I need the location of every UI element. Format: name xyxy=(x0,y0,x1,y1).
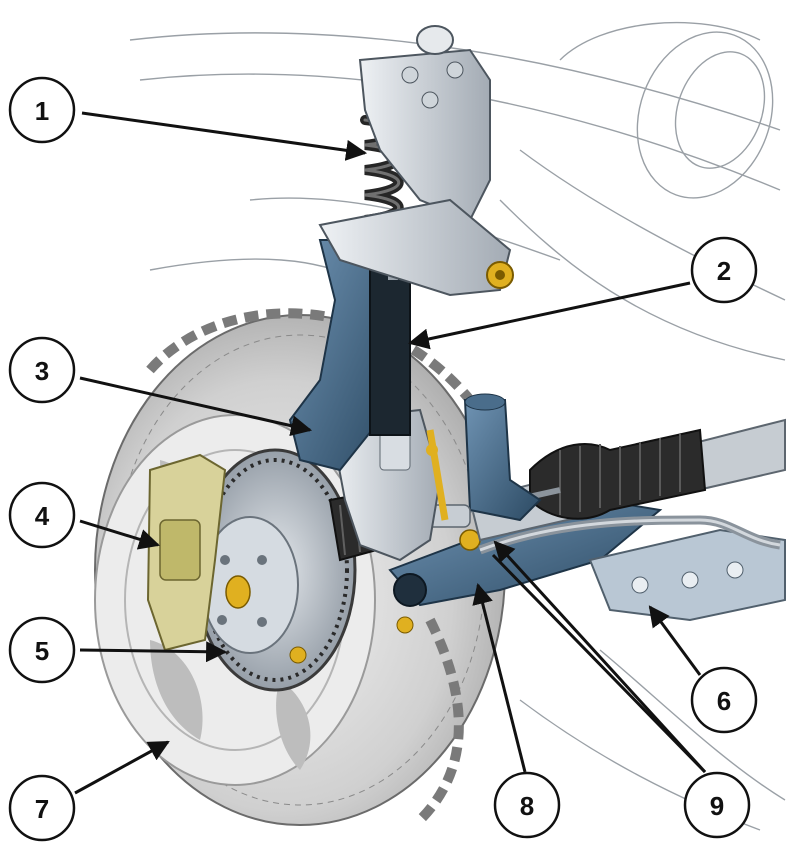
callout-7: 7 xyxy=(8,774,76,842)
leader-8 xyxy=(472,582,527,773)
leader-lines xyxy=(74,111,707,795)
steering-rack xyxy=(468,418,786,542)
callout-5: 5 xyxy=(8,616,76,684)
callout-4: 4 xyxy=(8,481,76,549)
anti-roll-bar xyxy=(478,515,781,555)
leader-2 xyxy=(407,281,691,350)
callout-1-text: 1 xyxy=(35,96,49,126)
leader-1 xyxy=(81,111,368,161)
callout-6: 6 xyxy=(690,666,758,734)
leader-9a xyxy=(493,540,707,774)
leader-5 xyxy=(79,641,228,663)
callout-2: 2 xyxy=(690,236,758,304)
callout-5-text: 5 xyxy=(35,636,49,666)
leader-7 xyxy=(74,740,170,795)
callout-4-text: 4 xyxy=(35,501,50,531)
callout-9: 9 xyxy=(683,771,751,839)
leader-3 xyxy=(79,376,313,437)
callout-3: 3 xyxy=(8,336,76,404)
brake-caliper xyxy=(146,453,227,652)
leader-6 xyxy=(648,605,702,676)
callout-2-text: 2 xyxy=(717,256,731,286)
strut-top-mount xyxy=(318,25,514,297)
leader-9b xyxy=(491,553,707,774)
callout-8: 8 xyxy=(493,771,561,839)
callout-7-text: 7 xyxy=(35,794,49,824)
subframe xyxy=(588,528,786,622)
callout-6-text: 6 xyxy=(717,686,731,716)
callout-3-text: 3 xyxy=(35,356,49,386)
callout-1: 1 xyxy=(8,76,76,144)
callout-9-text: 9 xyxy=(710,791,724,821)
mount-tube xyxy=(463,393,542,522)
callout-8-text: 8 xyxy=(520,791,534,821)
leader-4 xyxy=(79,519,161,550)
